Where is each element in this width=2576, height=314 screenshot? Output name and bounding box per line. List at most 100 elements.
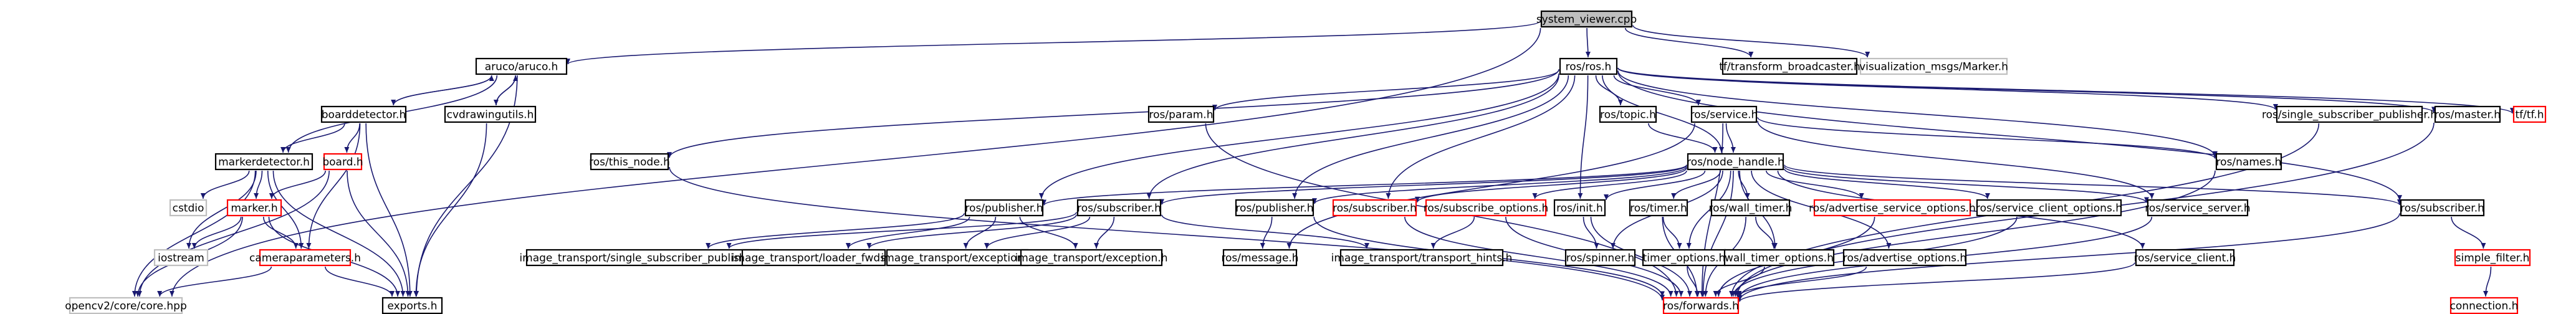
node-label: ros/single_subscriber_publisher.h	[2262, 109, 2437, 121]
edge-subs1-to-itexc2	[1094, 216, 1115, 249]
node-box	[1332, 199, 1417, 217]
node-system-viewer-cpp[interactable]: system_viewer.cpp	[1536, 10, 1637, 28]
node-box	[1723, 249, 1835, 267]
node-ros-single-subscriber-publisher-h[interactable]: ros/single_subscriber_publisher.h	[2262, 105, 2437, 123]
node-exports-h[interactable]: exports.h	[381, 297, 443, 314]
edge-boarddet-to-markerdet	[280, 123, 345, 153]
node-label: cameraparameters.h	[249, 252, 361, 265]
node-ros-message-h[interactable]: ros/message.h	[1221, 249, 1299, 267]
node-label: simple_filter.h	[2456, 252, 2530, 265]
edge-rosros-to-param	[1212, 69, 1559, 111]
node-ros-init-h[interactable]: ros/init.h	[1553, 199, 1606, 217]
edge-walltimer-to-walltimeropts	[1755, 216, 1777, 249]
node-box	[1553, 199, 1606, 217]
edge-nodehandle-to-init	[1604, 170, 1706, 201]
node-connection-h[interactable]: connection.h	[2449, 297, 2519, 314]
node-ros-subscriber-h[interactable]: ros/subscriber.h	[1332, 199, 1417, 217]
node-box	[2454, 249, 2531, 267]
node-ros-advertise-service-options-h[interactable]: ros/advertise_service_options.h	[1809, 199, 1976, 217]
edge-subs2-to-forwards	[1737, 213, 2400, 301]
edge-nodehandle-to-pub2	[1312, 166, 1687, 204]
node-ros-param-h[interactable]: ros/param.h	[1147, 105, 1215, 123]
node-ros-service-client-h[interactable]: ros/service_client.h	[2134, 249, 2236, 267]
node-marker-h[interactable]: marker.h	[226, 199, 282, 217]
node-ros-topic-h[interactable]: ros/topic.h	[1599, 105, 1657, 123]
edge-rosros-to-topic	[1595, 75, 1624, 106]
node-ros-spinner-h[interactable]: ros/spinner.h	[1564, 249, 1636, 267]
edge-markerdet-to-cstdio	[200, 170, 250, 199]
edge-timer-to-timeropts	[1662, 216, 1682, 249]
edge-board-to-marker	[269, 170, 326, 199]
node-label: ros/service.h	[1690, 109, 1758, 121]
node-label: ros/names.h	[2216, 156, 2282, 169]
edge-pub1-to-itexc1	[963, 216, 997, 249]
edge-nodehandle-to-timeropts	[1686, 170, 1731, 249]
node-image-transport-exception-h[interactable]: image_transport/exception.h	[1015, 249, 1168, 267]
node-boarddetector-h[interactable]: boarddetector.h	[320, 105, 407, 123]
node-image-transport-loader-fwds-h[interactable]: image_transport/loader_fwds.h	[732, 249, 896, 267]
node-ros-service-h[interactable]: ros/service.h	[1690, 105, 1758, 123]
edge-service-to-names	[1757, 117, 2218, 159]
edge-pub1-to-itloader	[845, 216, 970, 249]
node-board-h[interactable]: board.h	[322, 153, 363, 171]
node-label: board.h	[322, 156, 363, 169]
node-label: tf/transform_broadcaster.h	[1719, 61, 1860, 74]
node-markerdetector-h[interactable]: markerdetector.h	[214, 153, 314, 171]
node-simple-filter-h[interactable]: simple_filter.h	[2454, 249, 2531, 267]
node-box	[1687, 153, 1784, 171]
node-ros-publisher-h[interactable]: ros/publisher.h	[964, 199, 1044, 217]
edge-rosros-to-subsred	[1386, 75, 1576, 199]
edge-nodehandle-to-subsred	[1415, 168, 1687, 203]
node-ros-names-h[interactable]: ros/names.h	[2215, 153, 2282, 171]
edge-nodehandle-to-timer	[1671, 170, 1721, 199]
node-ros-master-h[interactable]: ros/master.h	[2434, 105, 2501, 123]
node-cvdrawingutils-h[interactable]: cvdrawingutils.h	[444, 105, 537, 123]
edge-nodehandle-to-subopts	[1532, 170, 1687, 199]
node-image-transport-transport-hints-h[interactable]: image_transport/transport_hints.h	[1331, 249, 1513, 267]
node-ros-service-server-h[interactable]: ros/service_server.h	[2145, 199, 2251, 217]
node-image-transport-exception-h[interactable]: image_transport/exception.h	[881, 249, 1034, 267]
node-ros-forwards-h[interactable]: ros/forwards.h	[1662, 297, 1740, 314]
node-ros-advertise-options-h[interactable]: ros/advertise_options.h	[1843, 249, 1966, 267]
edge-board-to-exports	[347, 170, 411, 297]
node-label: tf/tf.h	[2516, 109, 2544, 121]
edge-service-to-srvserver	[1757, 121, 2155, 199]
node-tf-transform-broadcaster-h[interactable]: tf/transform_broadcaster.h	[1719, 57, 1860, 75]
node-tf-tf-h[interactable]: tf/tf.h	[2512, 105, 2547, 123]
edge-thisnode-to-forwards	[669, 167, 1665, 301]
edge-rosros-to-nodehandle	[1602, 75, 1725, 153]
edge-init-to-spinner	[1582, 216, 1599, 249]
edge-pub1-to-itexc2	[1019, 216, 1078, 249]
node-image-transport-single-subscriber-publisher-h[interactable]: image_transport/single_subscriber_publis…	[519, 249, 766, 267]
node-cameraparameters-h[interactable]: cameraparameters.h	[249, 249, 361, 267]
edge-service-to-nodehandle	[1725, 123, 1736, 153]
node-ros-this-node-h[interactable]: ros/this_node.h	[589, 153, 670, 171]
edge-markerdet-to-camparams	[267, 170, 304, 249]
node-box	[2512, 105, 2547, 123]
edge-boarddet-to-camparams	[306, 123, 361, 249]
edge-nodehandle-to-subs1	[1159, 164, 1687, 206]
node-wall-timer-options-h[interactable]: wall_timer_options.h	[1723, 249, 1835, 267]
edge-rosros-to-service	[1613, 75, 1701, 106]
node-ros-publisher-h[interactable]: ros/publisher.h	[1235, 199, 1314, 217]
node-ros-subscribe-options-h[interactable]: ros/subscribe_options.h	[1424, 199, 1548, 217]
node-ros-node-handle-h[interactable]: ros/node_handle.h	[1687, 153, 1784, 171]
edge-root-to-tfbroad	[1624, 27, 1754, 58]
node-ros-ros-h[interactable]: ros/ros.h	[1559, 57, 1618, 75]
edge-walltimeropts-to-forwards	[1713, 266, 1765, 297]
node-ros-subscriber-h[interactable]: ros/subscriber.h	[2400, 199, 2485, 217]
node-box	[2449, 297, 2519, 314]
node-ros-wall-timer-h[interactable]: ros/wall_timer.h	[1709, 199, 1793, 217]
edge-topic-to-nodehandle	[1648, 123, 1718, 153]
edge-markerdet-to-exports	[272, 170, 406, 297]
node-ros-subscriber-h[interactable]: ros/subscriber.h	[1076, 199, 1162, 217]
node-aruco-aruco-h[interactable]: aruco/aruco.h	[475, 57, 568, 75]
node-box	[226, 199, 282, 217]
edge-nodehandle-to-subs2	[1784, 164, 2402, 206]
node-box	[1235, 199, 1314, 217]
node-ros-service-client-options-h[interactable]: ros/service_client_options.h	[1976, 199, 2122, 217]
node-label: ros/subscriber.h	[1077, 202, 1161, 215]
node-ros-timer-h[interactable]: ros/timer.h	[1629, 199, 1688, 217]
node-timer-options-h[interactable]: timer_options.h	[1642, 249, 1726, 267]
